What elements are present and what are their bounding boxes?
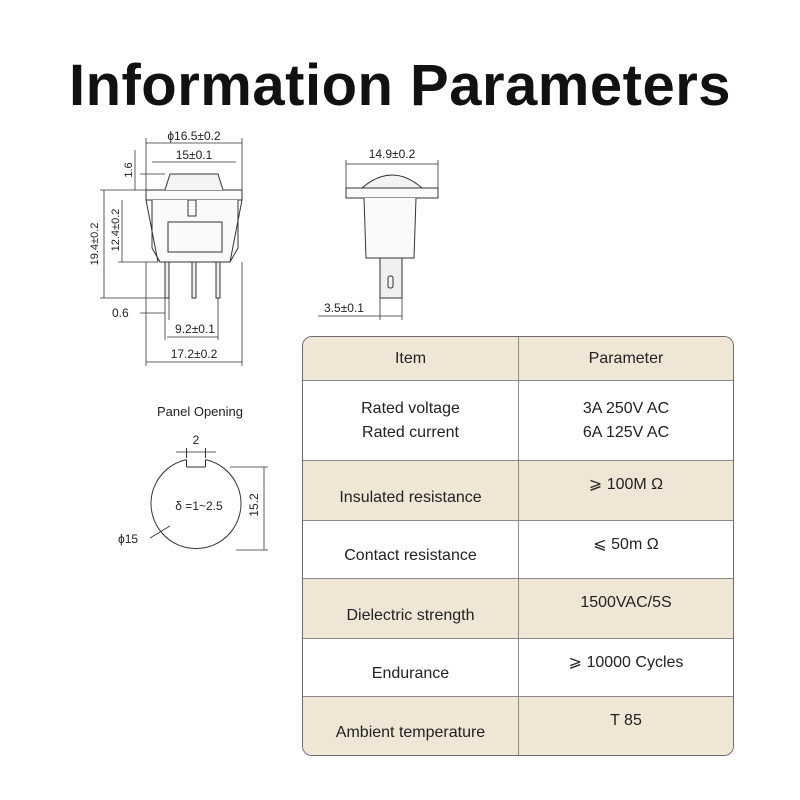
parameter-table: Item Parameter Rated voltage Rated curre… bbox=[302, 336, 734, 756]
row-item: Contact resistance bbox=[303, 521, 519, 578]
row-param-line: 3A 250V AC bbox=[582, 399, 670, 417]
dim-body-height: 12.4±0.2 bbox=[110, 209, 122, 252]
row-param: T 85 bbox=[610, 712, 642, 729]
dim-opening-diameter: ϕ15 bbox=[118, 532, 138, 546]
front-view-switch bbox=[145, 173, 243, 299]
table-header-row: Item Parameter bbox=[303, 337, 733, 381]
dim-bottom-width: 17.2±0.2 bbox=[171, 347, 218, 361]
row-param: ⩽ 50m Ω bbox=[593, 536, 659, 553]
dim-front-outer-diameter: ϕ16.5±0.2 bbox=[167, 129, 221, 143]
row-item: Insulated resistance bbox=[303, 461, 519, 520]
row-param: ⩾ 10000 Cycles bbox=[568, 654, 684, 671]
row-item: Dielectric strength bbox=[303, 579, 519, 638]
table-row: Insulated resistance ⩾ 100M Ω bbox=[303, 461, 733, 521]
side-view-switch bbox=[345, 174, 439, 299]
panel-opening-title: Panel Opening bbox=[157, 404, 243, 419]
table-row: Ambient temperature T 85 bbox=[303, 697, 733, 755]
dim-side-width: 14.9±0.2 bbox=[369, 147, 416, 161]
row-item-line: Rated voltage bbox=[361, 399, 460, 417]
dim-opening-height: 15.2 bbox=[247, 493, 261, 517]
dim-pin-thickness: 0.6 bbox=[112, 306, 129, 320]
dim-terminal-width: 3.5±0.1 bbox=[324, 301, 364, 315]
dim-pin-spacing: 9.2±0.1 bbox=[175, 322, 215, 336]
row-item-line: Rated current bbox=[362, 423, 459, 441]
dim-notch-width: 2 bbox=[193, 433, 200, 447]
header-item: Item bbox=[303, 337, 519, 380]
row-item: Rated voltage Rated current bbox=[303, 381, 519, 460]
table-row: Rated voltage Rated current 3A 250V AC 6… bbox=[303, 381, 733, 461]
header-parameter: Parameter bbox=[588, 349, 664, 367]
row-param-line: 6A 125V AC bbox=[582, 423, 670, 441]
row-item: Ambient temperature bbox=[303, 697, 519, 755]
row-param: ⩾ 100M Ω bbox=[588, 476, 664, 493]
table-row: Dielectric strength 1500VAC/5S bbox=[303, 579, 733, 639]
row-param: 1500VAC/5S bbox=[580, 594, 672, 611]
row-param: 3A 250V AC 6A 125V AC bbox=[519, 381, 733, 460]
dim-front-inner-width: 15±0.1 bbox=[176, 148, 213, 162]
page-title: Information Parameters bbox=[68, 53, 732, 118]
dim-panel-thickness: δ =1~2.5 bbox=[175, 499, 223, 513]
table-row: Contact resistance ⩽ 50m Ω bbox=[303, 521, 733, 579]
row-item: Endurance bbox=[303, 639, 519, 696]
dim-total-height: 19.4±0.2 bbox=[89, 223, 101, 266]
panel-opening-drawing bbox=[149, 448, 268, 551]
table-row: Endurance ⩾ 10000 Cycles bbox=[303, 639, 733, 697]
dim-rocker-height: 1.6 bbox=[123, 162, 135, 177]
